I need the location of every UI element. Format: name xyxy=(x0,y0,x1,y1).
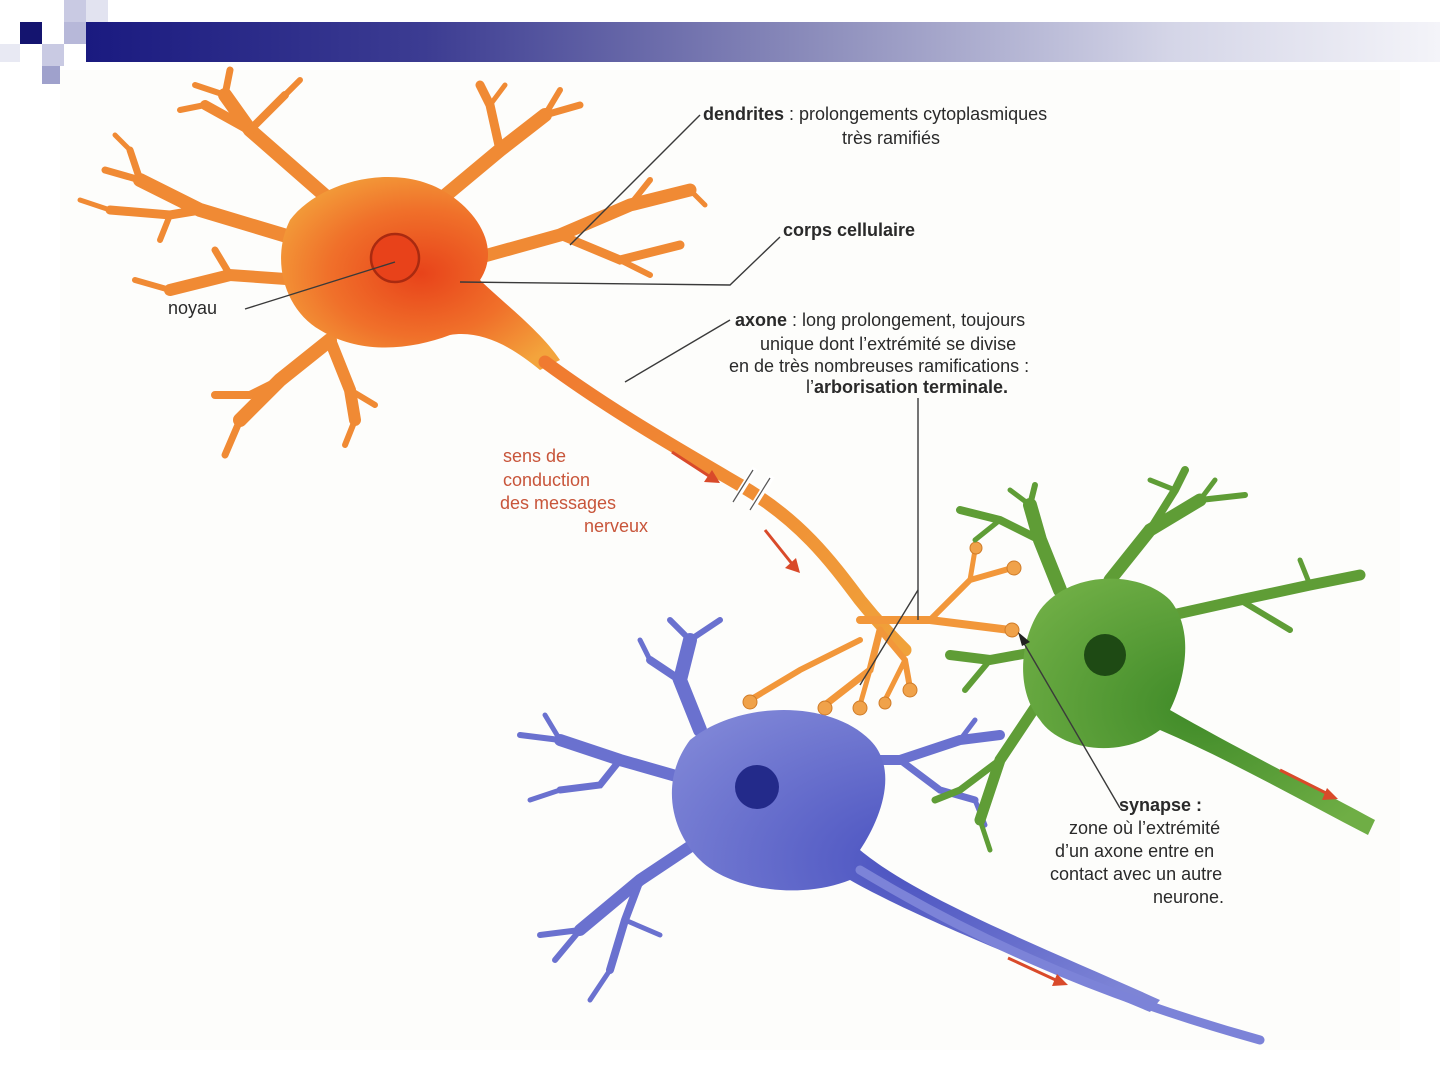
axone-label-line2: unique dont l’extrémité se divise xyxy=(760,334,1016,354)
synapse-label-line4: contact avec un autre xyxy=(1050,864,1222,884)
header-square xyxy=(42,66,60,84)
terminal-arborisation xyxy=(747,547,1015,709)
blue-axon xyxy=(855,865,1265,1045)
header-gradient-bar xyxy=(86,22,1440,62)
slide-header xyxy=(0,0,1440,90)
header-square xyxy=(64,22,86,44)
synapse-leader-line xyxy=(1021,639,1121,809)
sens-conduction-label: des messages xyxy=(500,493,616,513)
dendrites-leader-line xyxy=(569,114,701,246)
synapse-label-line5: neurone. xyxy=(1153,887,1224,907)
corps-leader-line xyxy=(459,236,781,286)
blue-neuron xyxy=(517,617,1005,1003)
noyau-leader-line xyxy=(244,261,396,310)
dendrites-label: dendrites : prolongements cytoplasmiques xyxy=(703,104,1047,124)
conduction-arrows xyxy=(671,450,1338,986)
leader-lines xyxy=(244,114,1121,809)
header-square xyxy=(20,22,42,44)
blue-nucleus xyxy=(735,765,779,809)
synapse-arrowhead xyxy=(1018,632,1030,646)
synapse-label: synapse : xyxy=(1119,795,1202,815)
noyau-label: noyau xyxy=(168,298,217,318)
synaptic-bouton xyxy=(742,541,1022,716)
synapse-label-line3: d’un axone entre en xyxy=(1055,841,1214,861)
sens-conduction-label: nerveux xyxy=(584,516,648,536)
axon-break-mark xyxy=(732,466,775,511)
header-square xyxy=(64,0,86,22)
orange-cell-body xyxy=(281,176,560,370)
corps-cellulaire-label: corps cellulaire xyxy=(783,220,915,240)
axone-label-line3: en de très nombreuses ramifications : xyxy=(729,356,1029,376)
dendrites-label-line2: très ramifiés xyxy=(842,128,940,148)
green-nucleus xyxy=(1084,634,1126,676)
axone-label-line4: l’arborisation terminale. xyxy=(806,377,1008,397)
header-square xyxy=(0,44,20,62)
axone-label: axone : long prolongement, toujours xyxy=(735,310,1025,330)
synapse-label-line2: zone où l’extrémité xyxy=(1069,818,1220,838)
axone-leader-line xyxy=(624,319,731,383)
sens-conduction-label: conduction xyxy=(503,470,590,490)
sens-conduction-label: sens de xyxy=(503,446,566,466)
header-square xyxy=(86,0,108,22)
header-square xyxy=(42,44,64,66)
orange-nucleus xyxy=(369,232,421,284)
orange-neuron xyxy=(77,66,708,459)
blue-cell-body xyxy=(671,710,1160,1012)
arborisation-leader-line xyxy=(859,589,919,686)
